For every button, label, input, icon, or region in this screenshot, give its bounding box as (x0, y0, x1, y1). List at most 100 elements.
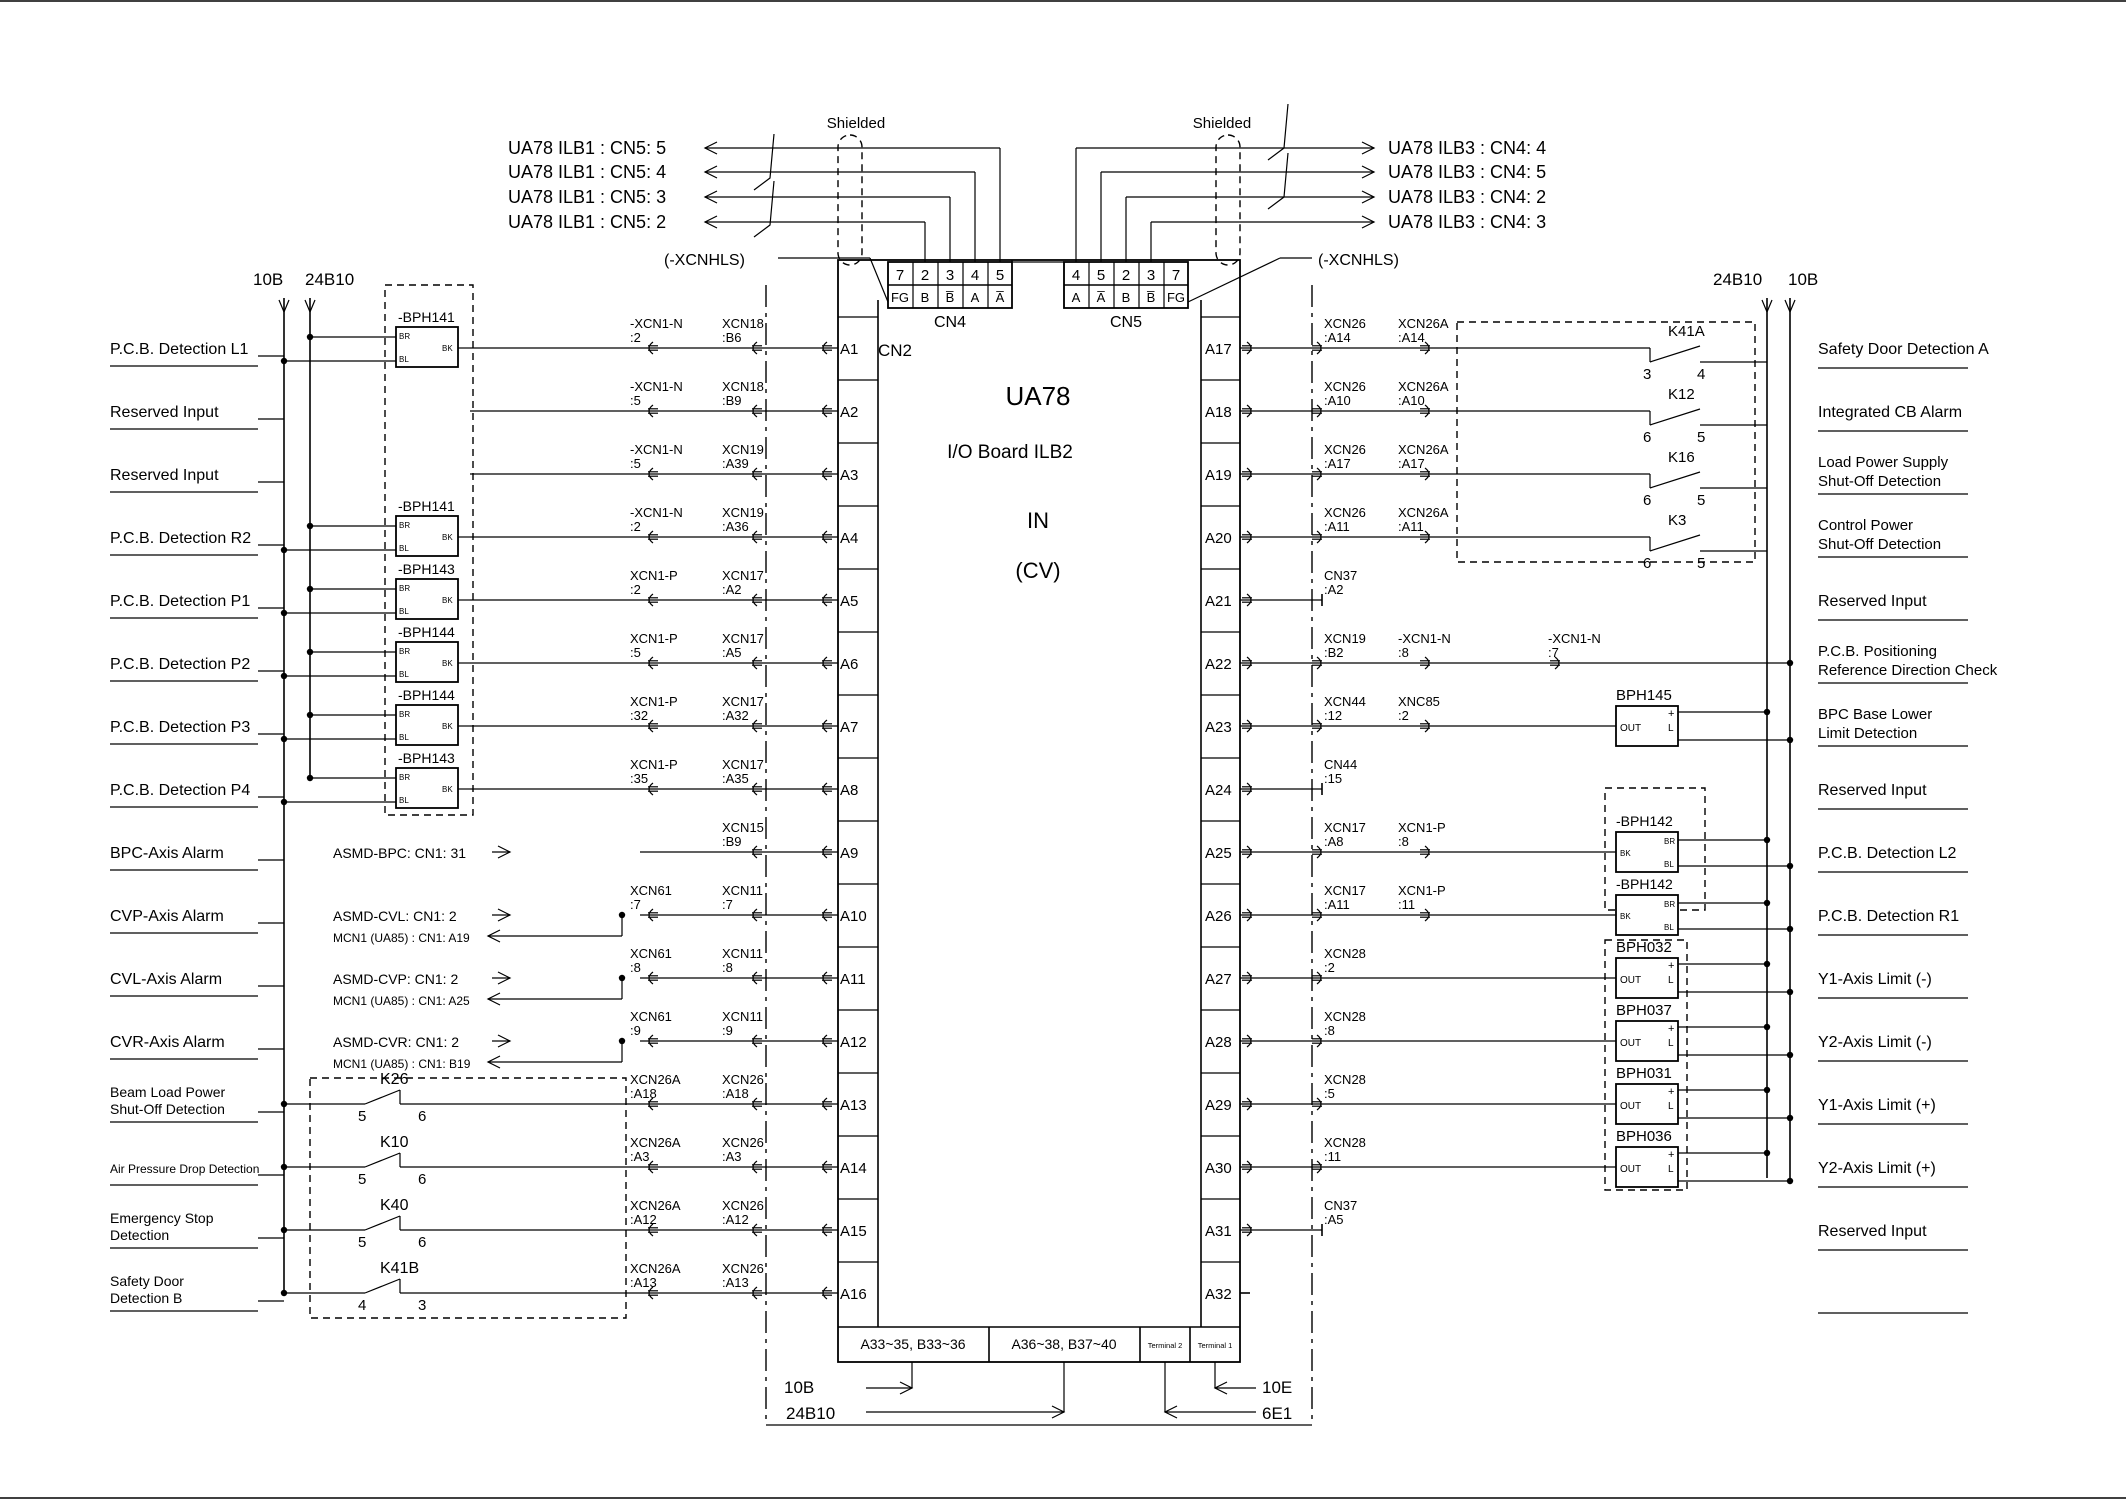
junction-dot (280, 1226, 288, 1234)
pin-l: L (1668, 1038, 1674, 1049)
connector-label: -XCN1-N (630, 442, 683, 457)
connector-label: :A2 (1324, 582, 1344, 597)
device-name: -BPH143 (398, 561, 455, 577)
remote-endpoint: UA78 ILB3 : CN4: 5 (1388, 162, 1546, 182)
connector-label: XCN1-P (630, 757, 678, 772)
relay-name: K12 (1668, 386, 1695, 403)
right-relay-group (1456, 321, 1756, 563)
connector-mark (822, 1034, 828, 1048)
junction-dot (1786, 1177, 1794, 1185)
pin-out: OUT (1620, 723, 1641, 734)
row-label: Detection (110, 1227, 169, 1243)
connector-label: XCN26A (630, 1072, 681, 1087)
pin-bk: BK (442, 533, 453, 542)
pin-bl: BL (399, 796, 409, 805)
bottom-cell-2: A36~38, B37~40 (1011, 1336, 1116, 1352)
pin-label: A26 (1205, 908, 1232, 925)
pin-label: A18 (1205, 404, 1232, 421)
connector-label: :A39 (722, 456, 749, 471)
cn4-pin: 7 (896, 267, 904, 284)
junction-dot (1786, 1051, 1794, 1059)
arrow-head (703, 215, 718, 229)
pin-label: A17 (1205, 341, 1232, 358)
connector-label: XNC85 (1398, 694, 1440, 709)
source-label: MCN1 (UA85) : CN1: B19 (333, 1057, 471, 1071)
pin-label: A1 (840, 341, 858, 358)
connector-mark (648, 530, 654, 544)
generated-wiring: A1P.C.B. Detection L1-XCN1-N:2XCN18:B6-B… (110, 103, 1998, 1419)
relay-contact-icon (1649, 471, 1701, 489)
shielded-label-right: Shielded (1193, 115, 1251, 132)
pin-label: A11 (840, 971, 866, 988)
connector-label: :A13 (630, 1275, 657, 1290)
bottom-cell-1: A33~35, B33~36 (860, 1336, 965, 1352)
connector-mark (648, 1223, 654, 1237)
row-label: Safety Door Detection A (1818, 341, 1989, 358)
connector-label: XCN26A (1398, 505, 1449, 520)
connector-label: :5 (1324, 1086, 1335, 1101)
connector-mark (752, 1097, 758, 1111)
pin-bk: BK (1620, 849, 1631, 858)
bus-label-right-24b10: 24B10 (1713, 270, 1762, 289)
connector-label: XCN19 (1324, 631, 1366, 646)
connector-mark (752, 971, 758, 985)
cn4-pin: 5 (996, 267, 1004, 284)
junction-dot (306, 333, 314, 341)
connector-mark (752, 530, 758, 544)
row-label: Shut-Off Detection (1818, 473, 1941, 490)
junction-dot (280, 609, 288, 617)
connector-label: XCN26A (630, 1261, 681, 1276)
connector-label: XCN26 (722, 1135, 764, 1150)
junction-dot (1786, 736, 1794, 744)
xcnhls-label-left: (-XCNHLS) (664, 252, 745, 269)
device-name: -BPH141 (398, 498, 455, 514)
pin-label: A9 (840, 845, 858, 862)
row-label: Y1-Axis Limit (+) (1818, 1097, 1936, 1114)
pin-l: L (1668, 1101, 1674, 1112)
pin-plus: + (1668, 1149, 1674, 1161)
source-label: ASMD-CVL: CN1: 2 (333, 908, 457, 924)
connector-mark (822, 656, 828, 670)
row-label: P.C.B. Positioning (1818, 643, 1937, 660)
connector-label: XCN26 (1324, 505, 1366, 520)
row-label: Beam Load Power (110, 1084, 226, 1100)
junction-dot (306, 522, 314, 530)
pin-label: A4 (840, 530, 858, 547)
pin-br: BR (1664, 837, 1675, 846)
proximity-sensor-icon (1615, 957, 1679, 999)
bph-sensor-icon (395, 704, 459, 746)
connector-label: :A18 (630, 1086, 657, 1101)
connector-mark (822, 341, 828, 355)
connector-label: :9 (722, 1023, 733, 1038)
connector-label: :A11 (1324, 897, 1350, 912)
connector-label: :A17 (1324, 456, 1351, 471)
proximity-sensor-icon (1615, 705, 1679, 747)
right-row-a32: A32 (1201, 1261, 1968, 1314)
pin-bl: BL (399, 670, 409, 679)
device-name: BPH032 (1616, 939, 1672, 956)
pin-label: A2 (840, 404, 858, 421)
connector-mark (648, 908, 654, 922)
connector-label: :2 (630, 330, 641, 345)
row-label: P.C.B. Detection P3 (110, 719, 250, 736)
pin-label: A10 (840, 908, 867, 925)
connector-label: XCN26A (1398, 316, 1449, 331)
connector-label: XCN19 (722, 442, 764, 457)
connector-label: :A17 (1398, 456, 1425, 471)
pin-bk: BK (1620, 912, 1631, 921)
pin-plus: + (1668, 1086, 1674, 1098)
arrow-head (278, 299, 290, 314)
row-label: Air Pressure Drop Detection (110, 1162, 259, 1176)
left-row-a1: A1P.C.B. Detection L1-XCN1-N:2XCN18:B6-B… (110, 309, 878, 368)
relay-name: K26 (380, 1071, 409, 1088)
connector-label: :2 (1398, 708, 1409, 723)
pin-label: A23 (1205, 719, 1232, 736)
connector-mark (822, 404, 828, 418)
left-row-a6: A6P.C.B. Detection P2XCN1-P:5XCN17:A5-BP… (110, 624, 878, 683)
junction-dot (618, 974, 626, 982)
